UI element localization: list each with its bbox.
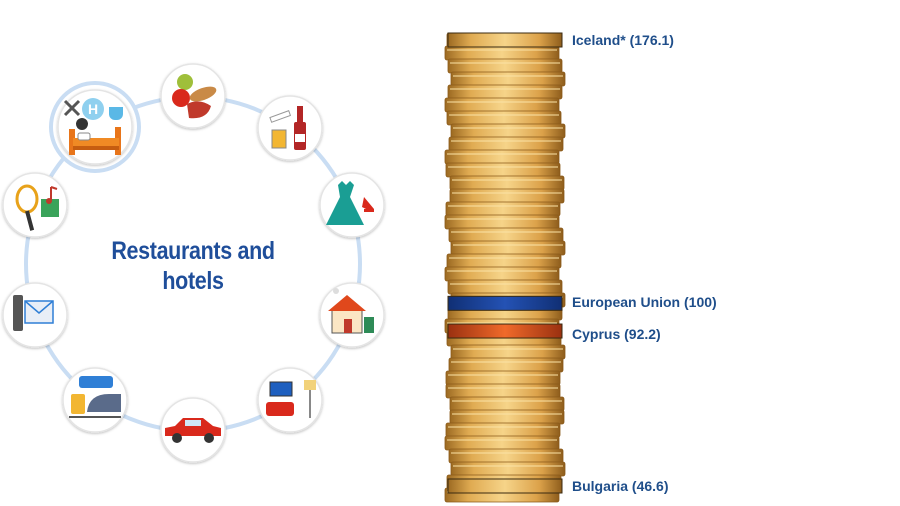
coin	[450, 71, 566, 87]
housing-icon[interactable]	[319, 282, 385, 348]
coin	[450, 240, 566, 256]
coin	[449, 175, 565, 191]
coin	[444, 97, 560, 113]
category-title: Restaurants and hotels	[94, 236, 292, 296]
coin	[449, 409, 565, 425]
car-icon[interactable]	[160, 397, 226, 463]
coin	[448, 357, 564, 373]
label-bulgaria: Bulgaria (46.6)	[572, 478, 669, 494]
category-title-line1: Restaurants and	[111, 237, 275, 265]
recreation-icon[interactable]	[2, 172, 68, 238]
label-iceland-: Iceland* (176.1)	[572, 32, 674, 48]
category-wheel: H	[2, 63, 385, 463]
transport-icon[interactable]	[62, 367, 128, 433]
label-european-union: European Union (100)	[572, 294, 717, 311]
coin	[444, 214, 560, 230]
coin	[444, 266, 560, 282]
coin	[445, 370, 561, 386]
restaurants-hotels-icon[interactable]: H	[49, 81, 141, 173]
coin	[450, 123, 566, 139]
coin	[445, 383, 561, 399]
coin	[447, 279, 563, 295]
coin	[444, 149, 560, 165]
coin	[447, 84, 563, 100]
coin-stack-chart	[444, 32, 566, 503]
coin	[446, 110, 562, 126]
coin	[448, 227, 564, 243]
coin	[449, 188, 565, 204]
furnishings-icon[interactable]	[257, 367, 323, 433]
coin-european-union	[447, 295, 563, 311]
coin	[445, 422, 561, 438]
food-icon[interactable]	[160, 63, 226, 129]
alcohol-tobacco-icon[interactable]	[257, 95, 323, 161]
category-title-line2: hotels	[162, 267, 224, 295]
coin-stack	[444, 32, 566, 503]
coin-cyprus	[447, 323, 563, 339]
coin-bulgaria	[447, 478, 563, 494]
coin	[444, 435, 560, 451]
communication-icon[interactable]	[2, 282, 68, 348]
coin	[450, 344, 566, 360]
coin	[446, 253, 562, 269]
coin	[449, 396, 565, 412]
coin	[445, 201, 561, 217]
coin	[447, 58, 563, 74]
label-cyprus: Cyprus (92.2)	[572, 326, 661, 343]
clothing-icon[interactable]	[319, 172, 385, 238]
coin	[444, 45, 560, 61]
coin	[448, 136, 564, 152]
coin	[448, 448, 564, 464]
coin	[450, 461, 566, 477]
coin-iceland-	[447, 32, 563, 48]
svg-text:H: H	[88, 101, 98, 117]
coin	[445, 162, 561, 178]
